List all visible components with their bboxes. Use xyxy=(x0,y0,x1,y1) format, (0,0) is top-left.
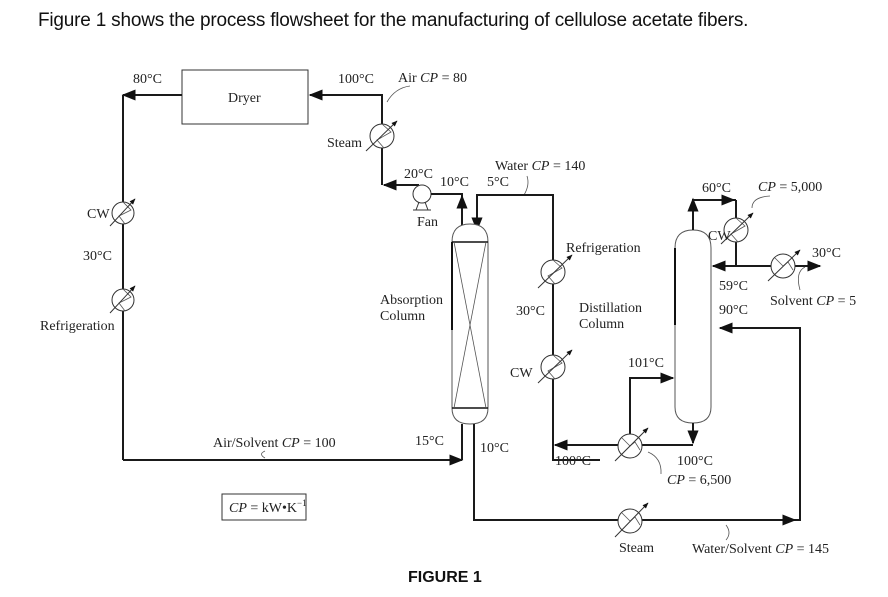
temp-solvent-out: 30°C xyxy=(812,246,841,261)
air-stream-label: Air CP = 80 xyxy=(398,71,467,86)
reboiler-cp-label: CP = 6,500 xyxy=(667,473,731,488)
cp-units-legend-box xyxy=(221,493,307,521)
cw-left-label: CW xyxy=(87,207,110,222)
distillation-column-label-2: Column xyxy=(579,317,624,332)
distillation-column xyxy=(674,229,712,424)
air-solvent-tag xyxy=(261,450,266,459)
dryer-box xyxy=(181,69,309,125)
absorption-column-label-1: Absorption xyxy=(380,293,443,308)
cw-condenser-label: CW xyxy=(708,229,731,244)
temp-fan-in: 10°C xyxy=(440,175,469,190)
fan-icon xyxy=(412,184,432,211)
steam-air-heater-label: Steam xyxy=(327,136,362,151)
intro-text: Figure 1 shows the process flowsheet for… xyxy=(38,10,749,31)
refrigeration-mid-label: Refrigeration xyxy=(566,241,641,256)
temp-bottoms-left: 100°C xyxy=(555,454,591,469)
cw-condenser xyxy=(720,212,754,245)
absorber-top-gas-line xyxy=(431,193,463,227)
air-to-dryer-line xyxy=(308,89,383,125)
reboiler xyxy=(614,427,649,462)
absorption-column xyxy=(451,223,489,425)
temp-left-30: 30°C xyxy=(83,249,112,264)
solvent-stream-label: Solvent CP = 5 xyxy=(770,294,856,309)
absorption-column-label-2: Column xyxy=(380,309,425,324)
temp-mid-30: 30°C xyxy=(516,304,545,319)
water-solvent-tag xyxy=(725,524,730,541)
temp-absorber-liquid-out: 10°C xyxy=(480,441,509,456)
cw-exchanger-mid xyxy=(537,349,573,384)
absorber-liquid-out-line xyxy=(473,322,801,521)
temp-dryer-out: 80°C xyxy=(133,72,162,87)
solvent-cooler xyxy=(767,249,801,282)
distillation-column-label-1: Distillation xyxy=(579,301,642,316)
reboiler-return-line xyxy=(629,372,675,445)
temp-feed-90: 90°C xyxy=(719,303,748,318)
condenser-cp-label: CP = 5,000 xyxy=(758,180,822,195)
refrigeration-exchanger-mid xyxy=(537,254,573,289)
temp-water-in: 5°C xyxy=(487,175,509,190)
temp-dryer-in: 100°C xyxy=(338,72,374,87)
temp-bottoms-right: 100°C xyxy=(677,454,713,469)
temp-reflux: 59°C xyxy=(719,279,748,294)
temp-absorber-gas-in: 15°C xyxy=(415,434,444,449)
water-stream-tag xyxy=(523,175,529,196)
water-solvent-stream-label: Water/Solvent CP = 145 xyxy=(692,542,829,557)
temp-overhead: 60°C xyxy=(702,181,731,196)
steam-air-heater xyxy=(365,120,398,152)
cw-exchanger-left xyxy=(109,198,136,227)
cw-mid-label: CW xyxy=(510,366,533,381)
water-stream-label: Water CP = 140 xyxy=(495,159,585,174)
temp-feed-101: 101°C xyxy=(628,356,664,371)
water-line xyxy=(471,194,554,260)
dryer-label: Dryer xyxy=(228,91,261,106)
condenser-cp-tag xyxy=(751,195,771,209)
air-stream-tag xyxy=(386,85,411,103)
temp-fan-out: 20°C xyxy=(404,167,433,182)
fan-label: Fan xyxy=(417,215,438,230)
refrigeration-left-label: Refrigeration xyxy=(40,319,115,334)
reboiler-cp-tag xyxy=(647,451,662,475)
air-solvent-stream-label: Air/Solvent CP = 100 xyxy=(213,436,336,451)
refrigeration-exchanger-left xyxy=(109,285,136,314)
mid-vertical-line xyxy=(552,260,600,461)
solvent-tag xyxy=(797,266,806,291)
cp-units-legend: CP = kW•K−1 xyxy=(229,498,307,516)
steam-bottom-heater xyxy=(614,502,649,538)
figure-caption: FIGURE 1 xyxy=(408,569,482,586)
steam-bottom-label: Steam xyxy=(619,541,654,556)
